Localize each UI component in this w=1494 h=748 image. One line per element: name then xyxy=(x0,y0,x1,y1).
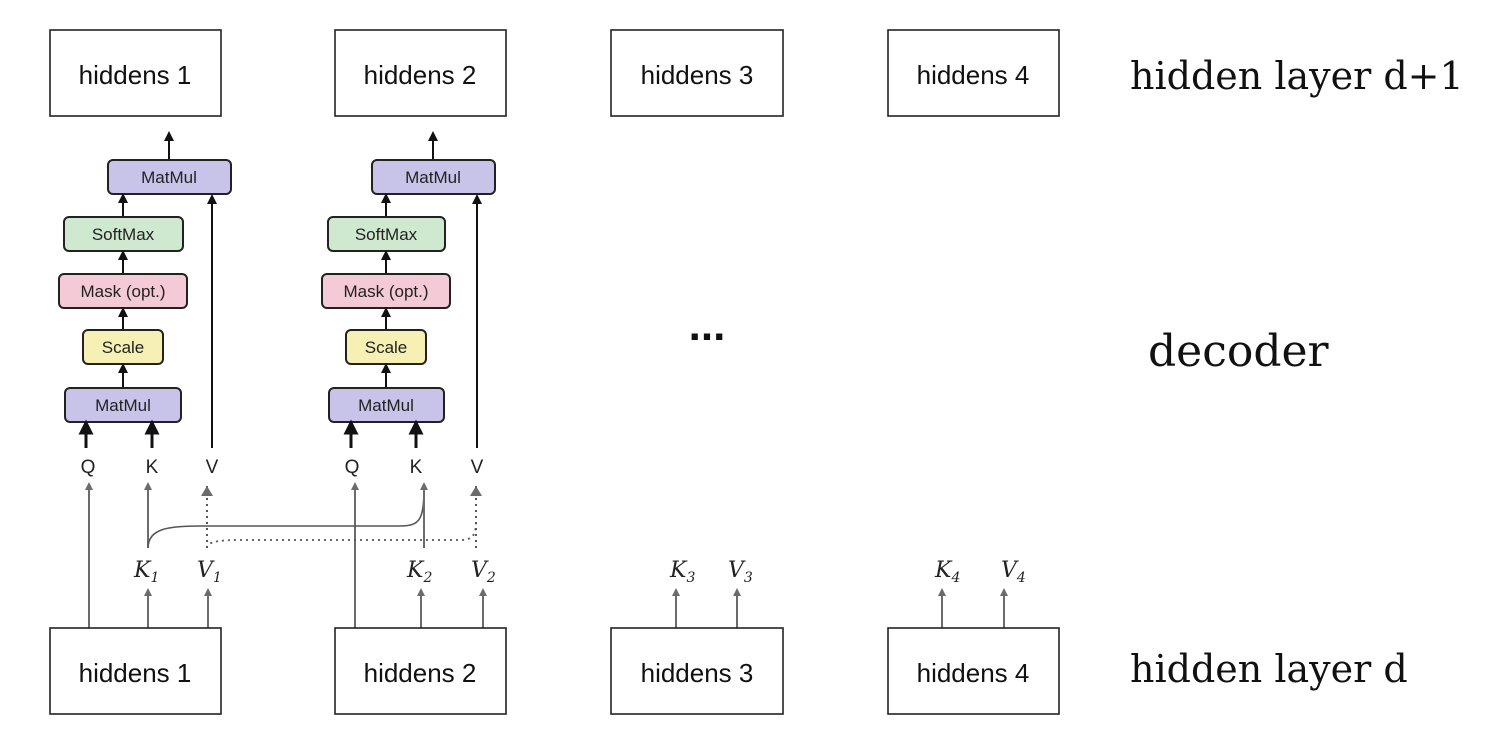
v1-label: V1 xyxy=(197,558,222,586)
mask-label-1: Mask (opt.) xyxy=(80,282,165,301)
matmul-bottom-label-1: MatMul xyxy=(95,396,151,415)
k2-label: K2 xyxy=(406,558,432,586)
matmul-top-box-1 xyxy=(107,159,232,195)
q-label-2: Q xyxy=(345,457,360,478)
matmul-top-label-1: MatMul xyxy=(141,168,197,187)
decoder-label: decoder xyxy=(1148,326,1330,377)
v1-to-block2-dotted xyxy=(206,519,477,549)
matmul-bottom-box-1 xyxy=(64,387,182,423)
matmul-bottom-box-2 xyxy=(328,387,445,423)
k1-to-block2-curve xyxy=(147,485,425,549)
v4-label: V4 xyxy=(1001,558,1026,586)
k-label-2: K xyxy=(410,457,423,478)
softmax-label-1: SoftMax xyxy=(92,225,155,244)
bottom-layer: hiddens 1 hiddens 2 hiddens 3 hiddens 4 … xyxy=(49,627,1408,715)
bottom-hiddens-box-3 xyxy=(610,627,784,715)
attention-block-2: MatMul SoftMax Mask (opt.) Scale MatMul … xyxy=(321,131,496,478)
bottom-hiddens-box-1 xyxy=(49,627,222,715)
k3-label: K3 xyxy=(669,558,695,586)
v3-label: V3 xyxy=(728,558,753,586)
k-label-1: K xyxy=(146,457,159,478)
v-label-1: V xyxy=(206,457,219,478)
top-hiddens-box-4 xyxy=(887,29,1060,117)
matmul-top-box-2 xyxy=(371,159,496,195)
v-label-2: V xyxy=(471,457,484,478)
matmul-top-label-2: MatMul xyxy=(405,168,461,187)
bottom-hiddens-label-1: hiddens 1 xyxy=(79,658,192,688)
softmax-label-2: SoftMax xyxy=(355,225,418,244)
scale-label-1: Scale xyxy=(102,338,145,357)
scale-label-2: Scale xyxy=(365,338,408,357)
v2-label: V2 xyxy=(471,558,496,586)
bottom-hiddens-box-2 xyxy=(334,627,507,715)
cache-connections xyxy=(85,482,1008,628)
top-hiddens-label-4: hiddens 4 xyxy=(917,60,1030,90)
top-hiddens-label-2: hiddens 2 xyxy=(364,60,477,90)
matmul-bottom-label-2: MatMul xyxy=(358,396,414,415)
attention-block-1: MatMul SoftMax Mask (opt.) Scale MatMul … xyxy=(58,131,232,478)
v1-arrowhead xyxy=(201,486,213,496)
top-hiddens-box-1 xyxy=(49,29,222,117)
cache-labels: K1 V1 K2 V2 K3 V3 K4 V4 xyxy=(133,558,1026,586)
top-layer-label: hidden layer d+1 xyxy=(1130,54,1464,98)
bottom-hiddens-label-3: hiddens 3 xyxy=(641,658,754,688)
q-label-1: Q xyxy=(81,457,96,478)
bottom-hiddens-label-2: hiddens 2 xyxy=(364,658,477,688)
top-layer: hiddens 1 hiddens 2 hiddens 3 hiddens 4 … xyxy=(49,29,1464,117)
ellipsis: ... xyxy=(689,301,726,350)
top-hiddens-label-1: hiddens 1 xyxy=(79,60,192,90)
top-hiddens-label-3: hiddens 3 xyxy=(641,60,754,90)
v2-arrowhead xyxy=(470,486,482,496)
bottom-hiddens-label-4: hiddens 4 xyxy=(917,658,1030,688)
top-hiddens-box-3 xyxy=(610,29,784,117)
top-hiddens-box-2 xyxy=(334,29,507,117)
k4-label: K4 xyxy=(934,558,960,586)
bottom-layer-label: hidden layer d xyxy=(1130,647,1408,691)
k1-label: K1 xyxy=(133,558,159,586)
bottom-hiddens-box-4 xyxy=(887,627,1060,715)
mask-label-2: Mask (opt.) xyxy=(343,282,428,301)
